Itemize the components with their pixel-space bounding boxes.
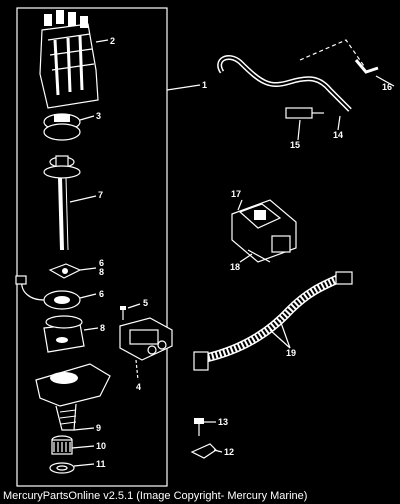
bolt-13-part [194, 418, 216, 436]
ignition-coil-part [231, 199, 297, 263]
screw-18-part [239, 249, 271, 263]
parts-diagram: 1 2 3 7 6 8 6 5 8 4 9 10 11 16 14 15 17 … [15, 7, 395, 487]
callout-15: 15 [290, 140, 300, 150]
callout-8-upper: 8 [99, 267, 104, 277]
washer-part [49, 462, 95, 474]
callout-8-lower: 8 [100, 323, 105, 333]
clip-12-part [190, 443, 223, 459]
callout-19: 19 [286, 348, 296, 358]
rotor-part [43, 113, 95, 141]
assembly-bracket [16, 7, 168, 487]
callout-9: 9 [96, 423, 101, 433]
callout-6-lower: 6 [99, 289, 104, 299]
pickup-coil-part [15, 275, 97, 310]
callout-1: 1 [202, 80, 207, 90]
plate-part [48, 263, 97, 279]
screw-5-part [120, 303, 141, 320]
ignition-module-part [119, 317, 173, 381]
plug-wire-part [217, 39, 395, 131]
callout-18: 18 [230, 262, 240, 272]
callout-12: 12 [224, 447, 234, 457]
pin-part [71, 445, 95, 449]
callout-10: 10 [96, 441, 106, 451]
callout-3: 3 [96, 111, 101, 121]
copyright-footer: MercuryPartsOnline v2.5.1 (Image Copyrig… [0, 488, 400, 504]
callout-4: 4 [136, 382, 141, 392]
callout-11: 11 [96, 459, 106, 469]
callout-17: 17 [231, 189, 241, 199]
housing-part [35, 363, 111, 431]
callout-2: 2 [110, 36, 115, 46]
spark-boot-part [285, 107, 324, 141]
callout-5: 5 [143, 298, 148, 308]
callout-7: 7 [98, 190, 103, 200]
shaft-part [43, 155, 97, 251]
callout-16: 16 [382, 82, 392, 92]
distributor-cap-part [39, 10, 109, 109]
pole-piece-part [43, 315, 99, 353]
callout-14: 14 [333, 130, 343, 140]
callout-13: 13 [218, 417, 228, 427]
callout-6-upper: 6 [99, 258, 104, 268]
gear-part [51, 427, 95, 455]
harness-part [193, 271, 353, 371]
